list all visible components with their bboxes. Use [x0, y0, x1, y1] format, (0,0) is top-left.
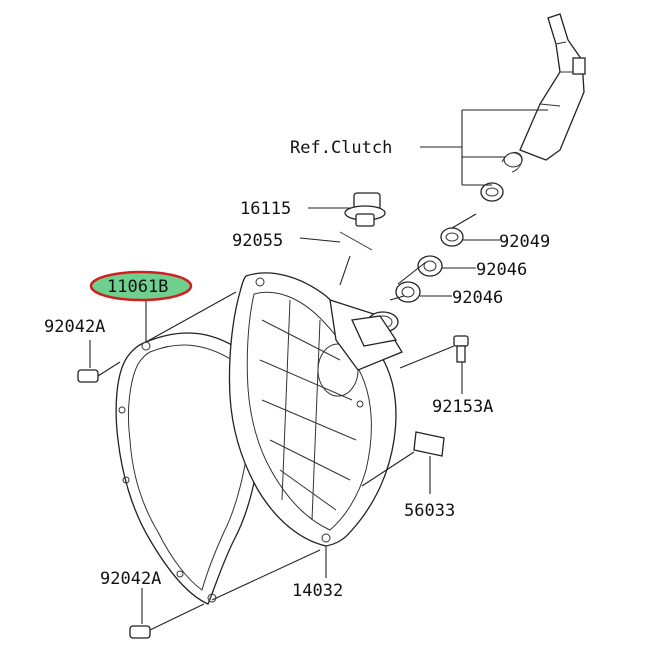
- clutch-lever: [519, 13, 586, 161]
- label-92046-lower: 92046: [452, 288, 503, 308]
- bearing-92046-lower: [395, 281, 421, 303]
- o-ring-92055: [339, 231, 373, 251]
- oil-plug-16115: [344, 192, 386, 227]
- dowel-pin-bottom: [129, 625, 151, 639]
- label-92049: 92049: [499, 232, 550, 252]
- label-plate-56033: [413, 431, 445, 457]
- label-92042a-top: 92042A: [44, 317, 105, 337]
- dowel-pin-top: [77, 369, 99, 383]
- label-92055: 92055: [232, 231, 283, 251]
- highlight-ellipse: [89, 270, 193, 302]
- label-11061b: 11061B: [107, 277, 168, 297]
- label-ref-clutch: Ref.Clutch: [290, 138, 392, 158]
- clutch-cover-14032: [228, 272, 403, 547]
- label-92046-upper: 92046: [476, 260, 527, 280]
- label-14032: 14032: [292, 581, 343, 601]
- label-56033: 56033: [404, 501, 455, 521]
- label-92153a: 92153A: [432, 397, 493, 417]
- bolt-92153a: [453, 335, 469, 363]
- label-92042a-bottom: 92042A: [100, 569, 161, 589]
- oil-seal-92049: [440, 227, 464, 247]
- return-spring: [480, 152, 523, 202]
- label-16115: 16115: [240, 199, 291, 219]
- bearing-92046-upper: [417, 255, 443, 277]
